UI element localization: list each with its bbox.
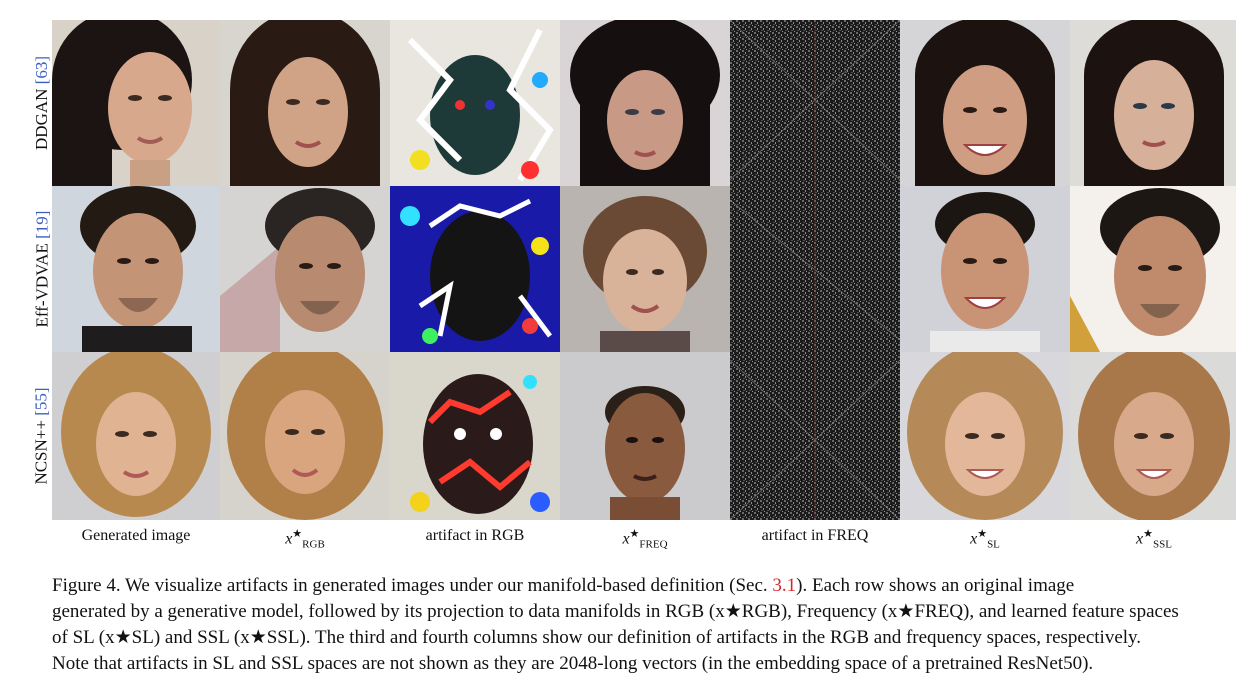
column-label-generated: Generated image xyxy=(81,527,191,544)
sl-projection-eff-vdvae xyxy=(900,186,1070,352)
freq-projection-ddgan xyxy=(560,20,730,186)
row-citation[interactable]: [63] xyxy=(32,56,51,85)
sl-projection-ddgan xyxy=(900,20,1070,186)
rgb-projection-ncsn xyxy=(220,352,390,520)
column-label-artifact-freq: artifact in FREQ xyxy=(761,527,869,544)
ssl-projection-ncsn xyxy=(1070,352,1236,520)
sl-projection-ncsn xyxy=(900,352,1070,520)
rgb-artifact-eff-vdvae xyxy=(390,186,560,352)
column-label-freq: x★FREQ xyxy=(622,528,668,551)
row-model-name: NCSN++ xyxy=(32,420,52,485)
row-citation[interactable]: [19] xyxy=(32,210,52,239)
column-label-sl: x★SL xyxy=(970,528,1000,551)
row-model-name: Eff-VDVAE xyxy=(32,243,52,328)
rgb-projection-eff-vdvae xyxy=(220,186,390,352)
caption-line-2: generated by a generative model, followe… xyxy=(52,601,1179,622)
caption-line-1: Figure 4. We visualize artifacts in gene… xyxy=(52,575,1075,596)
generated-image-ncsn xyxy=(52,352,220,520)
column-label-rgb: x★RGB xyxy=(285,528,325,551)
generated-image-eff-vdvae xyxy=(52,186,220,352)
row-model-name: DDGAN xyxy=(32,88,51,150)
section-reference-link[interactable]: 3.1 xyxy=(772,575,797,596)
rgb-projection-ddgan xyxy=(220,20,390,186)
figure-4: DDGAN [63] Eff-VDVAE [19] NCSN++ [55] xyxy=(32,20,1236,551)
generated-image-ddgan xyxy=(52,20,220,186)
rgb-artifact-ddgan xyxy=(390,20,560,186)
row-citation[interactable]: [55] xyxy=(32,387,52,416)
figure-caption: Figure 4. We visualize artifacts in gene… xyxy=(52,573,1222,677)
rgb-artifact-ncsn xyxy=(390,352,560,520)
freq-projection-eff-vdvae xyxy=(560,186,730,352)
caption-line-4: Note that artifacts in SL and SSL spaces… xyxy=(52,653,1094,674)
ssl-projection-eff-vdvae xyxy=(1070,186,1236,352)
freq-artifact-column xyxy=(730,20,900,520)
column-label-ssl: x★SSL xyxy=(1136,528,1172,551)
ssl-projection-ddgan xyxy=(1070,20,1236,186)
column-label-artifact-rgb: artifact in RGB xyxy=(425,527,525,544)
freq-projection-ncsn xyxy=(560,352,730,520)
caption-line-3: of SL (x★SL) and SSL (x★SSL). The third … xyxy=(52,627,1142,648)
